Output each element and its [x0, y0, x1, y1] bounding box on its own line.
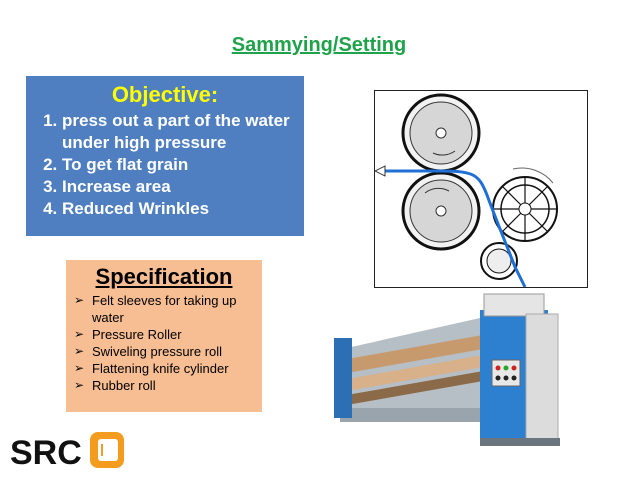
- machine-left-frame: [334, 338, 352, 418]
- arrow-bullet-icon: ➢: [74, 378, 85, 392]
- cabinet-top: [483, 293, 545, 317]
- knife-rotation-arrow: [512, 167, 554, 184]
- cabinet-side-panel: [525, 313, 559, 443]
- roller-diagram-svg: [373, 93, 558, 288]
- src-logo: SRC: [8, 428, 132, 472]
- control-button: [511, 365, 517, 371]
- objective-item: To get flat grain: [62, 154, 296, 176]
- arrow-bullet-icon: ➢: [74, 361, 85, 375]
- specification-heading: Specification: [95, 264, 233, 289]
- leather-path: [383, 169, 527, 288]
- control-panel: [491, 359, 521, 387]
- top-roller-rotation-arrow: [432, 150, 456, 156]
- specification-item: ➢Pressure Roller: [74, 327, 182, 342]
- specification-item: ➢Rubber roll: [74, 378, 156, 393]
- objective-box: Objective: press out a part of the water…: [26, 76, 304, 236]
- control-button: [495, 375, 501, 381]
- control-button: [503, 375, 509, 381]
- roller-diagram: [373, 90, 588, 288]
- arrow-bullet-icon: ➢: [74, 293, 85, 307]
- specification-box: Specification ➢Felt sleeves for taking u…: [66, 260, 262, 412]
- machine-roller-1: [346, 333, 496, 373]
- arrow-bullet-icon: ➢: [74, 344, 85, 358]
- src-logo-graphic: SRC: [10, 432, 124, 472]
- arrow-bullet-icon: ➢: [74, 327, 85, 341]
- specification-item: ➢Swiveling pressure roll: [74, 344, 223, 359]
- specification-list: ➢Felt sleeves for taking up water ➢Press…: [74, 292, 254, 394]
- machine-roller-3: [346, 369, 496, 405]
- machine-illustration: [334, 293, 560, 446]
- objective-item: press out a part of the water under high…: [62, 110, 296, 154]
- specification-item: ➢Felt sleeves for taking up water: [74, 293, 237, 325]
- control-button: [503, 365, 509, 371]
- slide-title: Sammying/Setting: [231, 34, 407, 56]
- objective-item: Reduced Wrinkles: [62, 198, 296, 220]
- control-button: [495, 365, 501, 371]
- machine-base: [340, 408, 500, 422]
- knife-blades: [493, 177, 557, 241]
- control-button: [511, 375, 517, 381]
- machine-roller-2: [346, 353, 496, 391]
- cabinet-foot: [480, 438, 560, 446]
- bottom-roller-rotation-arrow: [424, 187, 450, 194]
- objective-heading: Objective:: [111, 82, 219, 107]
- objective-list: press out a part of the water under high…: [34, 110, 296, 220]
- sammying-machine-image: [330, 290, 576, 460]
- top-roller-hub: [435, 127, 447, 139]
- rubber-roll-inner: [486, 248, 512, 274]
- feed-arrow-icon: [373, 165, 386, 177]
- specification-item: ➢Flattening knife cylinder: [74, 361, 229, 376]
- objective-item: Increase area: [62, 176, 296, 198]
- bottom-roller-hub: [435, 205, 447, 217]
- logo-text: SRC: [10, 434, 82, 472]
